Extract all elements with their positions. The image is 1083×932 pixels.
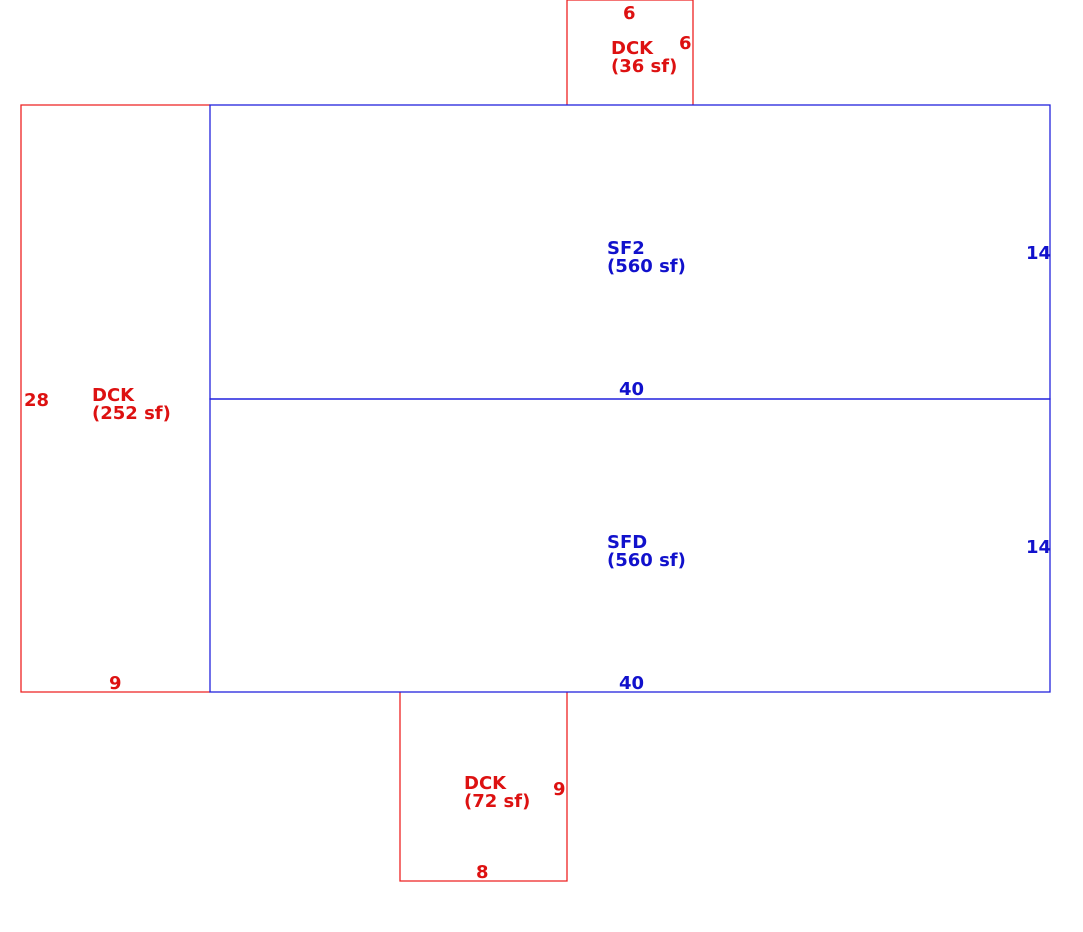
first-floor-code: SFD	[607, 532, 647, 553]
first-floor-width-label: 40	[619, 673, 644, 694]
second-floor-area-label: (560 sf)	[607, 256, 686, 277]
first-floor-area-label: (560 sf)	[607, 550, 686, 571]
deck-bottom-depth-label: 9	[553, 779, 566, 800]
deck-top-depth-label: 6	[679, 33, 692, 54]
deck-bottom-area: 9 8 DCK (72 sf)	[399, 692, 568, 883]
deck-left-outline	[20, 104, 210, 693]
first-floor-outline	[209, 398, 1051, 693]
deck-top-width-label: 6	[623, 3, 636, 24]
deck-top-outline	[566, 0, 694, 105]
deck-bottom-outline	[399, 692, 568, 882]
deck-bottom-area-label: (72 sf)	[464, 791, 530, 812]
deck-top-area: 6 6 DCK (36 sf)	[566, 0, 694, 105]
first-floor-depth-label: 14	[1026, 537, 1051, 558]
deck-bottom-width-label: 8	[476, 862, 489, 883]
first-floor-area: SFD (560 sf) 14 40	[209, 398, 1051, 694]
second-floor-width-label: 40	[619, 379, 644, 400]
deck-top-area-label: (36 sf)	[611, 56, 677, 77]
deck-left-height-label: 28	[24, 390, 49, 411]
deck-left-width-label: 9	[109, 673, 122, 694]
deck-left-area: 28 9 DCK (252 sf)	[20, 104, 210, 694]
second-floor-area: SF2 (560 sf) 14 40	[209, 104, 1051, 400]
deck-top-code: DCK	[611, 38, 654, 59]
deck-left-area-label: (252 sf)	[92, 403, 171, 424]
deck-bottom-code: DCK	[464, 773, 507, 794]
second-floor-code: SF2	[607, 238, 645, 259]
deck-left-code: DCK	[92, 385, 135, 406]
second-floor-depth-label: 14	[1026, 243, 1051, 264]
